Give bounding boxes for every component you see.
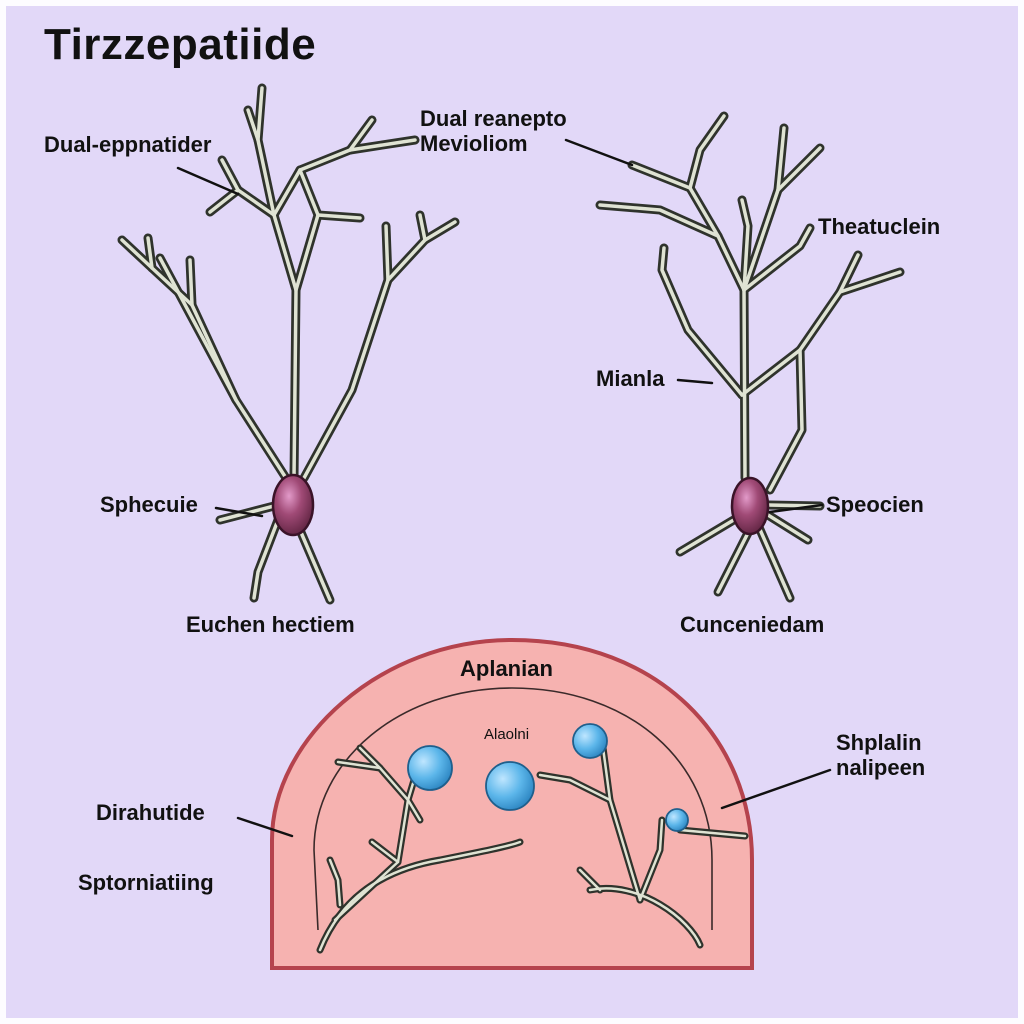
label-shplalin: Shplalin nalipeen (836, 730, 925, 781)
leader-line (236, 816, 294, 838)
leader-line (214, 506, 264, 518)
granule (407, 745, 453, 791)
label-mianla: Mianla (596, 366, 665, 391)
left-neuron-soma (271, 473, 315, 537)
leader-line (768, 503, 824, 514)
diagram-title: Tirzzepatiide (44, 20, 317, 69)
leader-lines (176, 138, 832, 838)
organ-inner-membrane (313, 687, 713, 931)
label-sphecuie: Sphecuie (100, 492, 198, 517)
organ (270, 637, 754, 970)
right-neuron-soma (730, 476, 770, 536)
label-dual-eppnatider: Dual-eppnatider (44, 132, 212, 157)
granule (665, 808, 689, 832)
leader-line (676, 378, 714, 385)
label-dirahutide: Dirahutide (96, 800, 205, 825)
label-dual-reanepto-line1: Dual reanepto (420, 106, 567, 131)
left-neuron (117, 83, 460, 605)
label-shplalin-line2: nalipeen (836, 755, 926, 781)
label-dual-reanepto-line2: Mevioliom (420, 131, 528, 157)
leader-line (720, 768, 832, 810)
label-speocien: Speocien (826, 492, 924, 517)
label-dual-reanepto: Dual reanepto Mevioliom (420, 106, 567, 157)
label-alaolni: Alaolni (484, 726, 530, 743)
granule (485, 761, 535, 811)
label-sptorniatiing: Sptorniatiing (78, 870, 214, 895)
granule (572, 723, 608, 759)
right-neuron-dendrites-fill (598, 114, 902, 600)
label-theatuclein: Theatuclein (818, 214, 941, 239)
label-cunceniedam: Cunceniedam (680, 612, 825, 637)
label-euchen-hectiem: Euchen hectiem (186, 612, 355, 637)
label-shplalin-line1: Shplalin (836, 730, 922, 755)
organ-granules (407, 723, 689, 832)
left-neuron-dendrites-fill (120, 86, 457, 602)
right-neuron (595, 111, 905, 603)
leader-line (176, 166, 240, 196)
label-aplanian: Aplanian (460, 656, 553, 681)
organ-vessels (316, 736, 749, 954)
leader-line (564, 138, 634, 167)
